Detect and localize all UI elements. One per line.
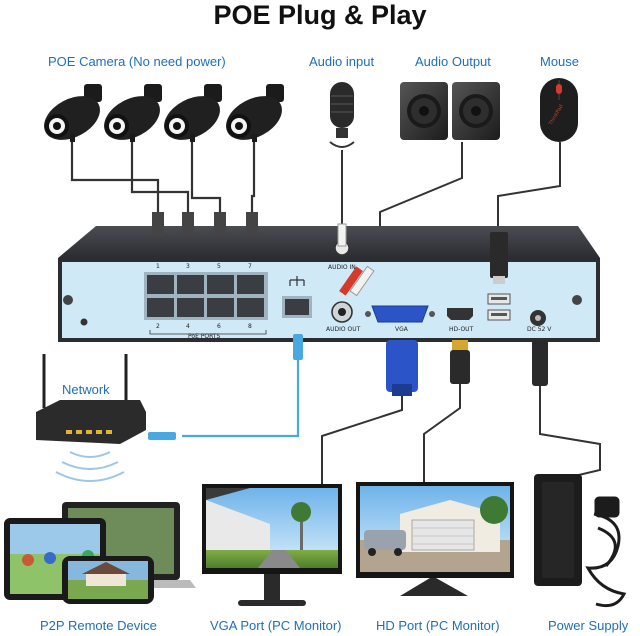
poe-camera-label: POE Camera (No need power) [48,54,226,69]
port-number-1: 1 [156,263,160,270]
ethernet-plug [293,334,303,360]
vga-monitor-icon [202,484,342,606]
power-supply-label: Power Supply [548,618,629,633]
vga-port [365,305,435,323]
camera-icon [104,84,162,142]
audio-in-plug [337,223,347,247]
power-cable [539,386,601,479]
dc-plug [532,340,548,386]
hd-plug [450,340,470,384]
hd-port-label: HD Port (PC Monitor) [376,618,500,633]
usb-ports [487,293,511,321]
usb-plug [490,232,508,278]
vga-cable [321,396,403,484]
poe-ports [144,272,268,335]
camera-icon [164,84,222,142]
speaker-icon [400,82,448,140]
network-cable [182,360,300,438]
port-number-8: 8 [248,323,252,330]
page-title: POE Plug & Play [213,0,427,30]
nvr-device [58,226,600,342]
hd-out-label: HD-OUT [449,326,474,333]
port-number-7: 7 [248,263,252,270]
wifi-icon [55,451,125,482]
audio-input-label: Audio input [309,54,375,69]
speaker-icon [452,82,500,140]
audio-in-label: AUDIO IN [328,264,356,271]
hd-monitor-icon [356,482,514,596]
power-cord-icon [585,496,627,608]
power-adapter-icon [534,474,582,586]
camera-cables [70,140,256,212]
port-number-6: 6 [217,323,221,330]
network-label: Network [62,382,110,397]
dc-port [530,310,546,326]
hd-cable [423,384,461,482]
rj45-plug [152,212,258,236]
microphone-icon [329,82,355,148]
poe-ports-label: PoE PORTS [188,333,221,340]
camera-icon [44,84,102,142]
port-number-2: 2 [156,323,160,330]
audio-out-label: AUDIO OUT [326,326,361,333]
mouse-icon [540,78,578,142]
vga-port-label: VGA Port (PC Monitor) [210,618,342,633]
router-icon [36,354,176,444]
port-number-3: 3 [186,263,190,270]
p2p-label: P2P Remote Device [40,618,157,633]
vga-label: VGA [395,326,408,333]
mouse-cable [497,142,561,232]
dc-label: DC 52 V [527,326,552,333]
port-number-5: 5 [217,263,221,270]
audio-out-plugs [339,265,375,297]
vga-plug [386,340,418,396]
phone-icon [62,556,154,604]
camera-icon [226,84,284,142]
audio-output-label: Audio Output [415,54,491,69]
mouse-label: Mouse [540,54,580,69]
port-number-4: 4 [186,323,190,330]
lan-port [282,276,312,318]
hd-out-port [447,308,473,320]
